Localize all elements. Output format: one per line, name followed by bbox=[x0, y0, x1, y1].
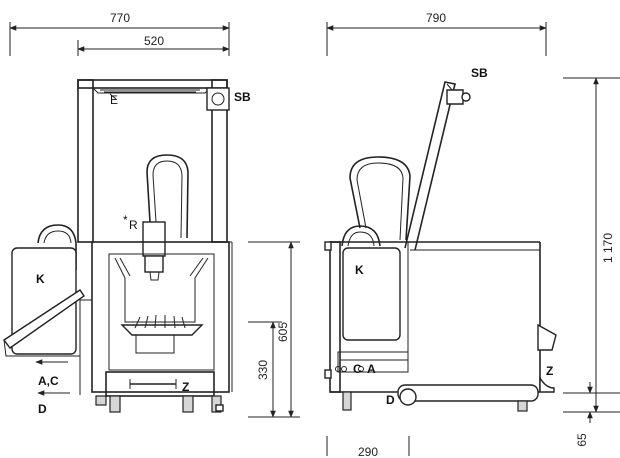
side-label-sb: SB bbox=[471, 66, 488, 80]
front-label-k: K bbox=[36, 272, 45, 286]
front-view bbox=[2, 79, 233, 413]
dim-770: 770 bbox=[110, 11, 130, 25]
front-label-ac: A,C bbox=[38, 374, 59, 388]
dim-1170: 1 170 bbox=[601, 233, 615, 263]
front-label-z: Z bbox=[182, 380, 189, 394]
front-label-d: D bbox=[38, 402, 47, 416]
front-label-sb: SB bbox=[234, 90, 251, 104]
front-label-r-star: * bbox=[123, 213, 128, 227]
side-label-c: C bbox=[353, 362, 362, 376]
front-label-e: E bbox=[110, 93, 118, 107]
side-label-z: Z bbox=[546, 364, 553, 378]
dim-790: 790 bbox=[426, 11, 446, 25]
dimension-lines bbox=[9, 22, 620, 456]
dim-520: 520 bbox=[144, 34, 164, 48]
dim-605: 605 bbox=[276, 322, 290, 342]
dim-290: 290 bbox=[358, 445, 378, 458]
side-label-k: K bbox=[355, 263, 364, 277]
side-label-a: A bbox=[367, 362, 376, 376]
dim-330: 330 bbox=[256, 360, 270, 380]
front-label-r: R bbox=[129, 218, 138, 232]
side-view bbox=[324, 81, 557, 412]
side-label-d: D bbox=[386, 393, 395, 407]
dim-65: 65 bbox=[575, 433, 589, 447]
